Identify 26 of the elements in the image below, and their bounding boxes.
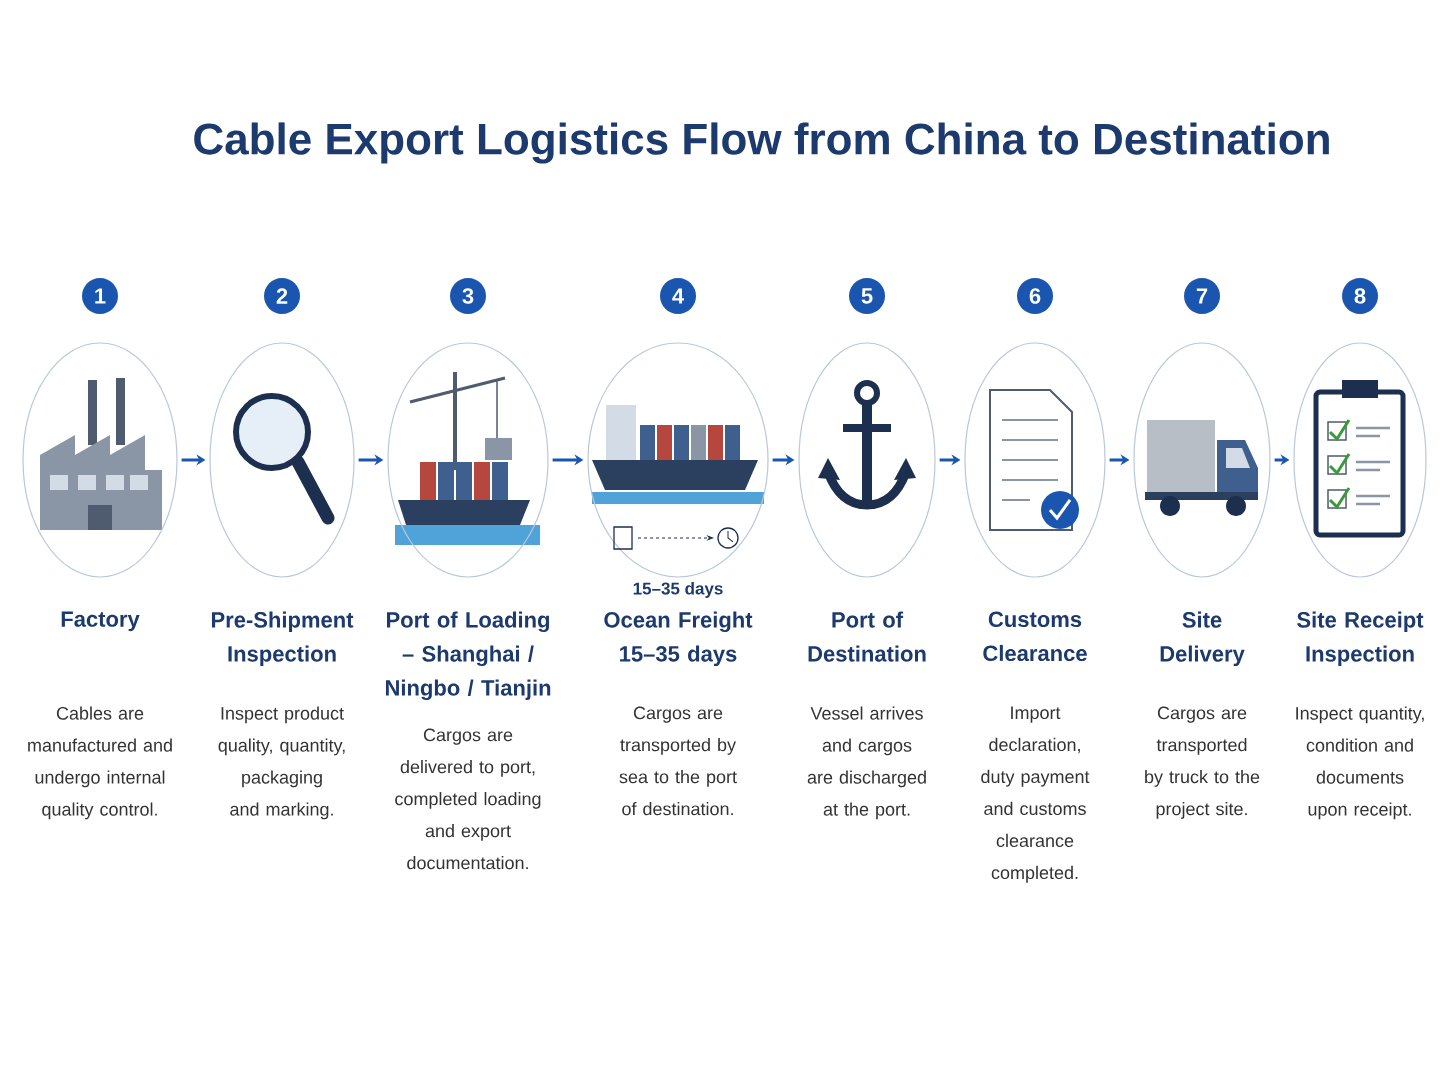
step-heading: Site Delivery bbox=[1160, 611, 1245, 666]
step-heading: Ocean Freight 15–35 days bbox=[604, 611, 753, 666]
step-heading: Factory bbox=[61, 611, 140, 632]
step-description: Cables are manufactured and undergo internal quality control. bbox=[28, 706, 172, 820]
duration-label: 15–35 days bbox=[633, 582, 723, 598]
number-badge: 7 bbox=[1184, 278, 1220, 314]
step-description: Inspect product quality, quantity, packaging and marking. bbox=[218, 706, 345, 820]
step-description: Import declaration, duty payment and customs clearance completed. bbox=[981, 706, 1090, 883]
title: Cable Export Logistics Flow from China to Destination bbox=[194, 122, 1329, 164]
step-description: Inspect quantity, condition and documents upon receipt. bbox=[1296, 706, 1424, 820]
step-heading: Port of Destination bbox=[808, 611, 926, 662]
step-heading: Site Receipt Inspection bbox=[1297, 611, 1424, 666]
step-description: Vessel arrives and cargos are discharged at the port. bbox=[807, 706, 926, 820]
number-badge: 3 bbox=[450, 278, 486, 314]
number-badge: 4 bbox=[660, 278, 696, 314]
number-badge: 1 bbox=[82, 278, 118, 314]
step-heading: Port of Loading – Shanghai / Ningbo / Tianjin bbox=[385, 611, 551, 701]
number-badge: 5 bbox=[849, 278, 885, 314]
step-heading: Customs Clearance bbox=[983, 611, 1087, 662]
number-badge: 2 bbox=[264, 278, 300, 314]
number-badge: 8 bbox=[1342, 278, 1378, 314]
step-description: Cargos are transported by sea to the port of destination. bbox=[619, 706, 737, 816]
step-heading: Pre-Shipment Inspection bbox=[211, 611, 354, 666]
step-description: Cargos are delivered to port, completed loading and export documentation. bbox=[395, 728, 541, 870]
step-description: Cargos are transported by truck to the project site. bbox=[1145, 706, 1260, 819]
number-badge: 6 bbox=[1017, 278, 1053, 314]
